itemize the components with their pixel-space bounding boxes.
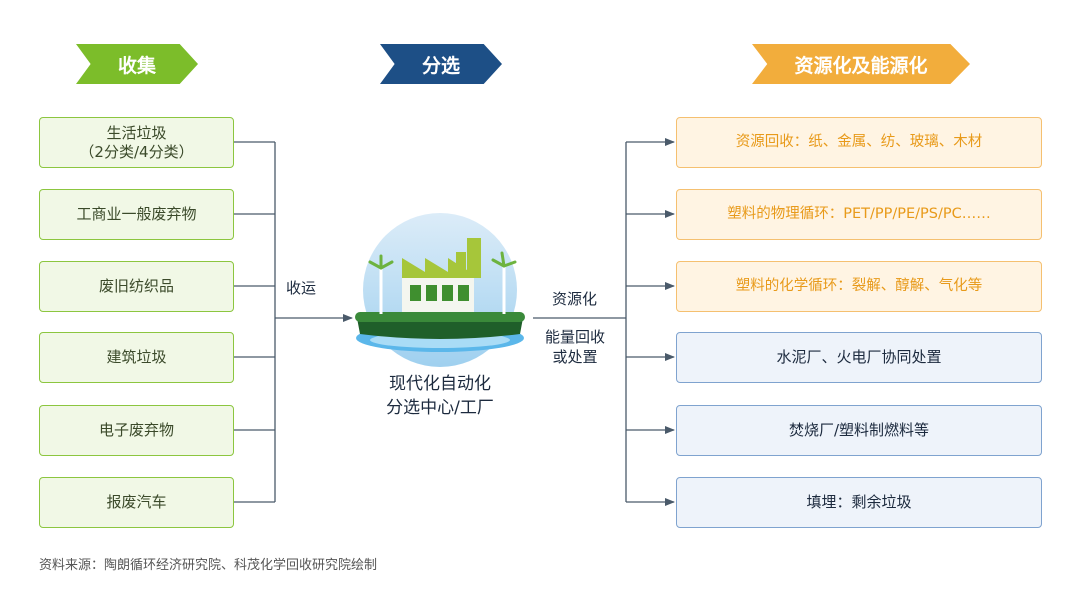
factory-label-line2: 分选中心/工厂 [386,398,494,418]
transport-label: 收运 [286,279,317,297]
energy-branch-label: 能量回收 或处置 [545,327,605,367]
factory-label: 现代化自动化 分选中心/工厂 [345,372,535,420]
energy-branch-label-line2: 或处置 [552,348,598,366]
output-label: 塑料的物理循环：PET/PP/PE/PS/PC…… [727,206,991,222]
sort-header-label: 分选 [421,54,460,77]
source-label: 电子废弃物 [98,421,174,439]
output-label: 水泥厂、火电厂协同处置 [776,348,942,366]
factory-illustration [355,213,525,367]
factory-label-line1: 现代化自动化 [389,374,491,394]
source-scrap-vehicles: 报废汽车 [39,477,234,528]
output-header-label: 资源化及能源化 [794,54,928,77]
output-label: 塑料的化学循环：裂解、醇解、气化等 [735,278,983,294]
output-resource-recovery: 资源回收：纸、金属、纺、玻璃、木材 [676,117,1042,168]
source-label: 生活垃圾 [106,123,167,142]
source-textiles: 废旧纺织品 [39,261,234,312]
output-label: 填埋：剩余垃圾 [806,493,912,511]
resource-branch-label: 资源化 [552,290,598,308]
output-plastic-physical-recycling: 塑料的物理循环：PET/PP/PE/PS/PC…… [676,189,1042,240]
wind-turbine-icon [368,254,394,314]
output-label: 资源回收：纸、金属、纺、玻璃、木材 [735,134,983,150]
source-note: 资料来源：陶朗循环经济研究院、科茂化学回收研究院绘制 [39,558,378,573]
collect-header: 收集 [76,44,198,84]
sort-header: 分选 [380,44,502,84]
collect-header-label: 收集 [117,54,156,77]
output-header: 资源化及能源化 [752,44,970,84]
source-label: 废旧纺织品 [98,277,174,295]
source-sublabel: （2分类/4分类） [79,142,194,161]
output-plastic-chemical-recycling: 塑料的化学循环：裂解、醇解、气化等 [676,261,1042,312]
source-e-waste: 电子废弃物 [39,405,234,456]
output-label: 焚烧厂/塑料制燃料等 [788,421,930,439]
energy-branch-label-line1: 能量回收 [545,328,606,346]
wind-turbine-icon [491,251,517,314]
output-co-processing: 水泥厂、火电厂协同处置 [676,332,1042,383]
source-label: 建筑垃圾 [106,348,167,366]
source-commercial-waste: 工商业一般废弃物 [39,189,234,240]
output-incineration: 焚烧厂/塑料制燃料等 [676,405,1042,456]
source-household-waste: 生活垃圾（2分类/4分类） [39,117,234,168]
source-label: 报废汽车 [106,493,167,511]
source-label: 工商业一般废弃物 [76,205,197,223]
output-landfill: 填埋：剩余垃圾 [676,477,1042,528]
source-construction-waste: 建筑垃圾 [39,332,234,383]
